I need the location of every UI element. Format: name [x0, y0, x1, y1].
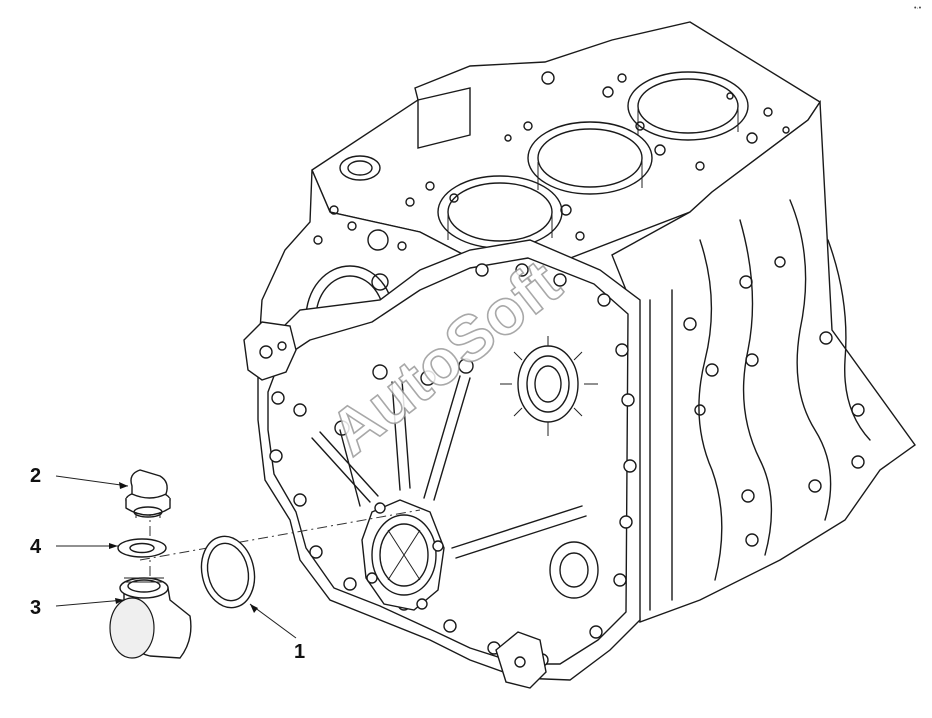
callout-leaders — [55, 475, 297, 639]
rear-boss — [417, 87, 471, 149]
rib-bolt-holes — [683, 256, 865, 547]
leader-3 — [55, 599, 125, 607]
corner-mark: •·• — [914, 5, 922, 12]
left-mounting-ear — [243, 321, 297, 381]
deck-bolt-holes — [405, 71, 790, 241]
callout-2: 2 — [30, 465, 41, 487]
filler-elbow — [109, 577, 192, 659]
lower-boss — [549, 541, 599, 599]
front-seal-upper — [500, 336, 598, 436]
o-ring-seal — [200, 535, 256, 609]
engine-block — [243, 21, 916, 689]
timing-cover-bolts — [269, 263, 637, 667]
callout-1: 1 — [294, 641, 305, 663]
block-ribs — [649, 199, 871, 611]
sealing-washer — [117, 538, 167, 558]
front-seal-lower — [361, 499, 445, 611]
timing-cover-studs — [311, 375, 587, 559]
cylinder-bores — [437, 71, 749, 249]
exploded-parts — [109, 469, 421, 659]
oil-filler-cap — [125, 469, 171, 518]
leader-1 — [249, 603, 297, 639]
assembly-axis — [139, 509, 421, 561]
callout-4: 4 — [30, 536, 42, 558]
timing-cover-rim — [267, 257, 629, 665]
leader-2 — [55, 475, 129, 487]
callout-3: 3 — [30, 597, 41, 619]
bottom-bracket — [495, 631, 547, 689]
